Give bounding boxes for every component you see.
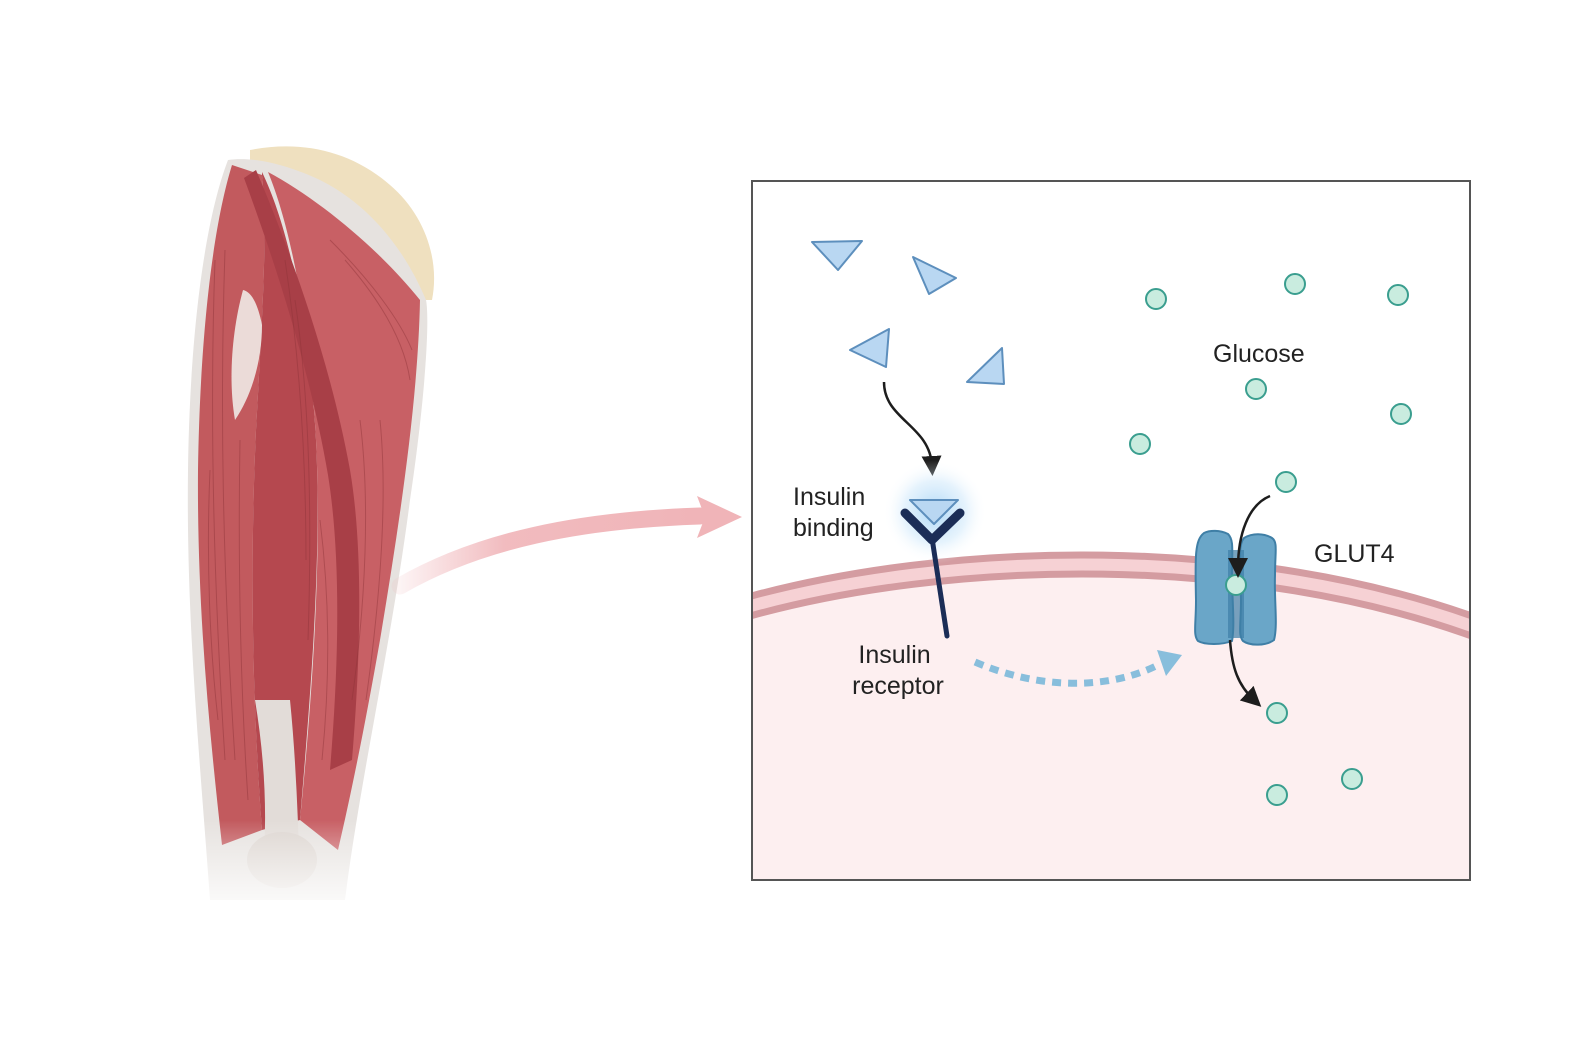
- cell-panel: Insulin binding Glucose GLUT4 Insulin re…: [751, 180, 1471, 881]
- glucose-dot-icon: [1245, 378, 1267, 400]
- hip-bone: [250, 146, 435, 300]
- glucose-dot-icon: [1390, 403, 1412, 425]
- bound-insulin-icon: [909, 499, 959, 525]
- insulin-molecules: [811, 240, 1005, 385]
- cytoplasm: [752, 575, 1470, 880]
- glucose-dot-icon: [1284, 273, 1306, 295]
- zoom-arrow-shaft: [391, 507, 709, 595]
- glucose-dot-icon: [1129, 433, 1151, 455]
- insulin-binding-line2: binding: [793, 514, 874, 542]
- signal-dotted-arrow: [973, 658, 1162, 687]
- glucose-exit-arrow: [1228, 639, 1262, 707]
- insulin-triangle-icon: [966, 347, 1005, 385]
- insulin-binding-line1: Insulin: [793, 483, 865, 511]
- insulin-approach-arrow: [882, 381, 942, 476]
- glucose-dot-icon: [1266, 784, 1288, 806]
- glucose-label: Glucose: [1213, 340, 1305, 368]
- insulin-triangle-icon: [849, 328, 890, 368]
- insulin-receptor-label: Insulin receptor: [852, 641, 944, 700]
- insulin-receptor-line1: Insulin: [858, 641, 930, 669]
- insulin-receptor-icon: [900, 508, 965, 639]
- glucose-in-channel-icon: [1225, 574, 1247, 596]
- muscle-sartorius: [244, 170, 360, 770]
- glucose-dot-icon: [1341, 768, 1363, 790]
- insulin-triangle-icon: [912, 256, 957, 295]
- insulin-triangle-icon: [811, 240, 863, 271]
- insulin-binding-label: Insulin binding: [793, 483, 874, 542]
- glucose-dot-icon: [1145, 288, 1167, 310]
- thigh-fade: [180, 820, 430, 920]
- cell-membrane-inner: [752, 558, 1470, 632]
- glucose-molecules: [1129, 273, 1412, 806]
- glucose-dot-icon: [1266, 702, 1288, 724]
- zoom-arrow: [391, 496, 742, 595]
- tendon-upper: [231, 290, 262, 420]
- muscle-fibers: [207, 239, 413, 801]
- zoom-arrow-head: [697, 496, 742, 538]
- signal-arrow-head: [1157, 650, 1182, 676]
- glucose-dot-icon: [1275, 471, 1297, 493]
- panel-border: [751, 180, 1471, 881]
- glucose-entry-arrow: [1228, 494, 1271, 578]
- insulin-receptor-line2: receptor: [852, 672, 944, 700]
- glucose-dot-icon: [1387, 284, 1409, 306]
- thigh-muscle-illustration: [180, 146, 435, 920]
- glut4-label: GLUT4: [1314, 540, 1395, 568]
